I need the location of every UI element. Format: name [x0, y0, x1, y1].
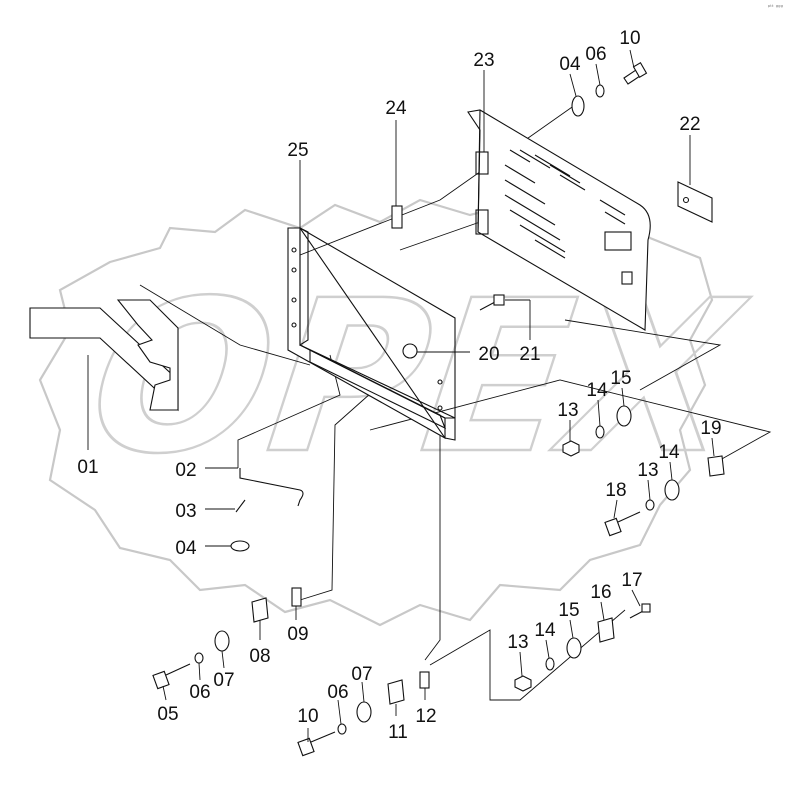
- lockwasher-part-13-right: [645, 499, 655, 511]
- callout-24: 24: [385, 98, 407, 119]
- callout-02: 02: [175, 460, 196, 481]
- callout-14-right: 14: [658, 442, 680, 463]
- callout-20: 20: [478, 344, 499, 365]
- callout-13-mid: 13: [557, 400, 578, 421]
- washer-part-14-right: [664, 479, 680, 501]
- callout-05: 05: [157, 704, 178, 725]
- plate-part-24: [391, 205, 403, 229]
- washer-part-15-mid: [616, 405, 632, 427]
- washer-part-07-bottom: [356, 701, 372, 723]
- callout-15-bottom: 15: [558, 600, 579, 621]
- callout-09: 09: [287, 624, 308, 645]
- cover-part-01: [29, 299, 179, 412]
- callout-19: 19: [700, 418, 721, 439]
- callout-22: 22: [679, 114, 700, 135]
- corner-code: ᵖᵗᵗ ᵍᵍᵍ: [768, 4, 784, 11]
- washer-part-04: [230, 540, 250, 552]
- lockwasher-part-06-left: [194, 652, 204, 664]
- bolt-part-10-bottom: [297, 731, 336, 757]
- callout-13-right: 13: [637, 460, 658, 481]
- lockwasher-part-14-mid: [595, 425, 605, 439]
- callout-04-top: 04: [559, 54, 581, 75]
- washer-part-07-left: [214, 630, 230, 652]
- callout-01: 01: [77, 457, 98, 478]
- bolt-part-10-top: [623, 62, 648, 85]
- callout-14-bottom: 14: [534, 620, 556, 641]
- pin-part-03: [235, 499, 246, 513]
- callout-12: 12: [415, 706, 436, 727]
- watermark-gear: [38, 198, 714, 627]
- callout-07-left: 07: [213, 670, 234, 691]
- callout-04: 04: [175, 538, 197, 559]
- callout-06-bottom: 06: [327, 682, 348, 703]
- frame-part-25: [287, 227, 456, 441]
- grille-slots: [504, 149, 626, 259]
- callout-13-bottom: 13: [507, 632, 528, 653]
- bolt-part-05: [152, 663, 191, 690]
- callout-21: 21: [519, 344, 540, 365]
- callout-10-bottom: 10: [297, 706, 318, 727]
- lockwasher-part-06-bottom: [337, 723, 347, 735]
- bolt-part-18: [604, 511, 641, 537]
- nut-part-13-bottom: [514, 675, 532, 692]
- callout-14-mid: 14: [586, 380, 608, 401]
- bracket-part-22: [677, 181, 713, 223]
- plate-part-09: [291, 587, 302, 607]
- callout-labels: 01 02 03 04 04 05 06 06 06 07 07 08 09 1…: [77, 28, 721, 743]
- lockwasher-part-06-top: [595, 84, 605, 98]
- clip-part-19: [707, 455, 725, 477]
- callout-06-left: 06: [189, 682, 210, 703]
- clip-part-08: [251, 597, 269, 623]
- callout-15-mid: 15: [610, 368, 631, 389]
- nut-part-20: [402, 343, 418, 359]
- nut-part-13-mid: [562, 440, 580, 457]
- callout-25: 25: [287, 140, 308, 161]
- callout-06-top: 06: [585, 44, 606, 65]
- washer-part-15-bottom: [566, 637, 582, 659]
- callout-10-top: 10: [619, 28, 640, 49]
- lockwasher-part-14-bottom: [545, 657, 555, 671]
- callout-17: 17: [621, 570, 642, 591]
- clip-part-11: [387, 679, 405, 705]
- callout-18: 18: [605, 480, 626, 501]
- callout-03: 03: [175, 501, 196, 522]
- callout-23: 23: [473, 50, 494, 71]
- callout-07-bottom: 07: [351, 664, 372, 685]
- plate-part-12: [419, 671, 430, 689]
- leader-lines: [87, 49, 715, 742]
- block-part-16: [597, 617, 615, 643]
- bolt-part-17: [629, 603, 651, 619]
- rod-part-02: [239, 468, 304, 507]
- callout-11: 11: [388, 722, 408, 743]
- callout-16: 16: [590, 582, 611, 603]
- grille-panel-part-23: [467, 109, 651, 331]
- callout-08: 08: [249, 646, 270, 667]
- bolt-part-21: [479, 294, 505, 311]
- washer-part-04-top: [571, 95, 585, 117]
